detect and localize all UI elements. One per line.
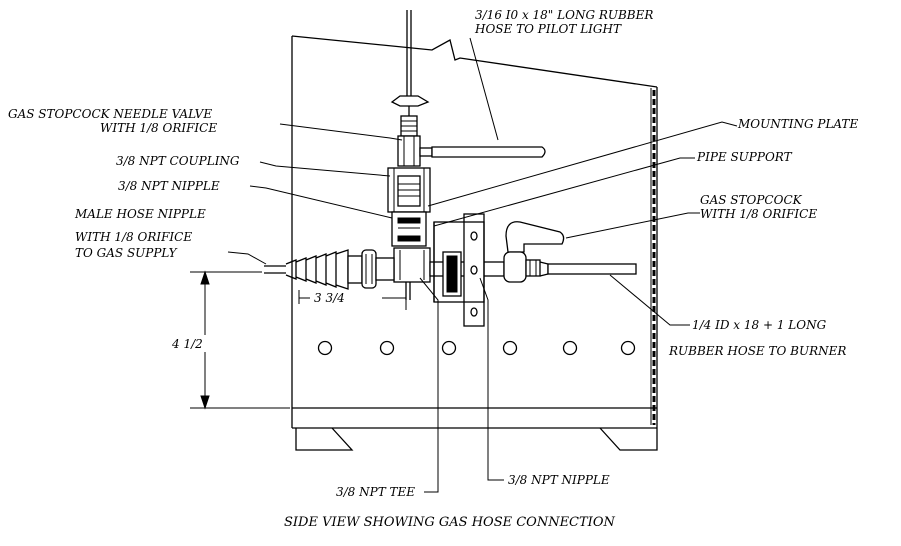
pipe-support — [463, 213, 485, 327]
label-hose-nipple-2: WITH 1/8 ORIFICE — [75, 230, 192, 244]
upper-nipple — [391, 211, 427, 247]
label-pilot-hose-1: 3/16 I0 x 18" LONG RUBBER — [475, 8, 653, 22]
label-npt-nipple-upper: 3/8 NPT NIPPLE — [118, 179, 220, 193]
male-hose-nipple — [264, 249, 395, 290]
label-gas-stopcock-2: WITH 1/8 ORIFICE — [700, 207, 817, 221]
dimension-vertical — [190, 270, 290, 410]
mounting-plate — [433, 221, 485, 303]
burner-holes — [317, 340, 636, 356]
coupling — [387, 167, 431, 213]
caption: SIDE VIEW SHOWING GAS HOSE CONNECTION — [284, 515, 615, 530]
labels: 3/16 I0 x 18" LONG RUBBER HOSE TO PILOT … — [8, 8, 858, 530]
label-pipe-support: PIPE SUPPORT — [696, 150, 793, 164]
label-dim-horizontal: 3 3/4 — [314, 291, 345, 305]
label-burner-hose-1: 1/4 ID x 18 + 1 LONG — [692, 318, 827, 332]
housing — [291, 35, 658, 451]
label-hose-nipple-1: MALE HOSE NIPPLE — [74, 207, 206, 221]
label-dim-vertical: 4 1/2 — [171, 337, 203, 351]
label-pilot-hose-2: HOSE TO PILOT LIGHT — [474, 22, 622, 36]
label-gas-stopcock-1: GAS STOPCOCK — [700, 193, 803, 207]
label-burner-hose-2: RUBBER HOSE TO BURNER — [668, 344, 846, 358]
pilot-tube — [406, 10, 412, 100]
label-npt-coupling: 3/8 NPT COUPLING — [116, 154, 240, 168]
gas-stopcock — [503, 221, 565, 283]
label-npt-nipple-lower: 3/8 NPT NIPPLE — [508, 473, 610, 487]
needle-valve — [390, 95, 433, 167]
label-npt-tee: 3/8 NPT TEE — [336, 485, 415, 499]
dimension-horizontal — [298, 284, 407, 310]
pilot-hose — [431, 146, 546, 158]
label-needle-valve-1: GAS STOPCOCK NEEDLE VALVE — [8, 107, 212, 121]
label-hose-nipple-3: TO GAS SUPPLY — [75, 246, 178, 260]
label-needle-valve-2: WITH 1/8 ORIFICE — [100, 121, 217, 135]
label-mounting-plate: MOUNTING PLATE — [737, 117, 858, 131]
leader-lines — [227, 37, 738, 493]
burner-hose — [547, 263, 637, 275]
tee — [393, 247, 431, 300]
